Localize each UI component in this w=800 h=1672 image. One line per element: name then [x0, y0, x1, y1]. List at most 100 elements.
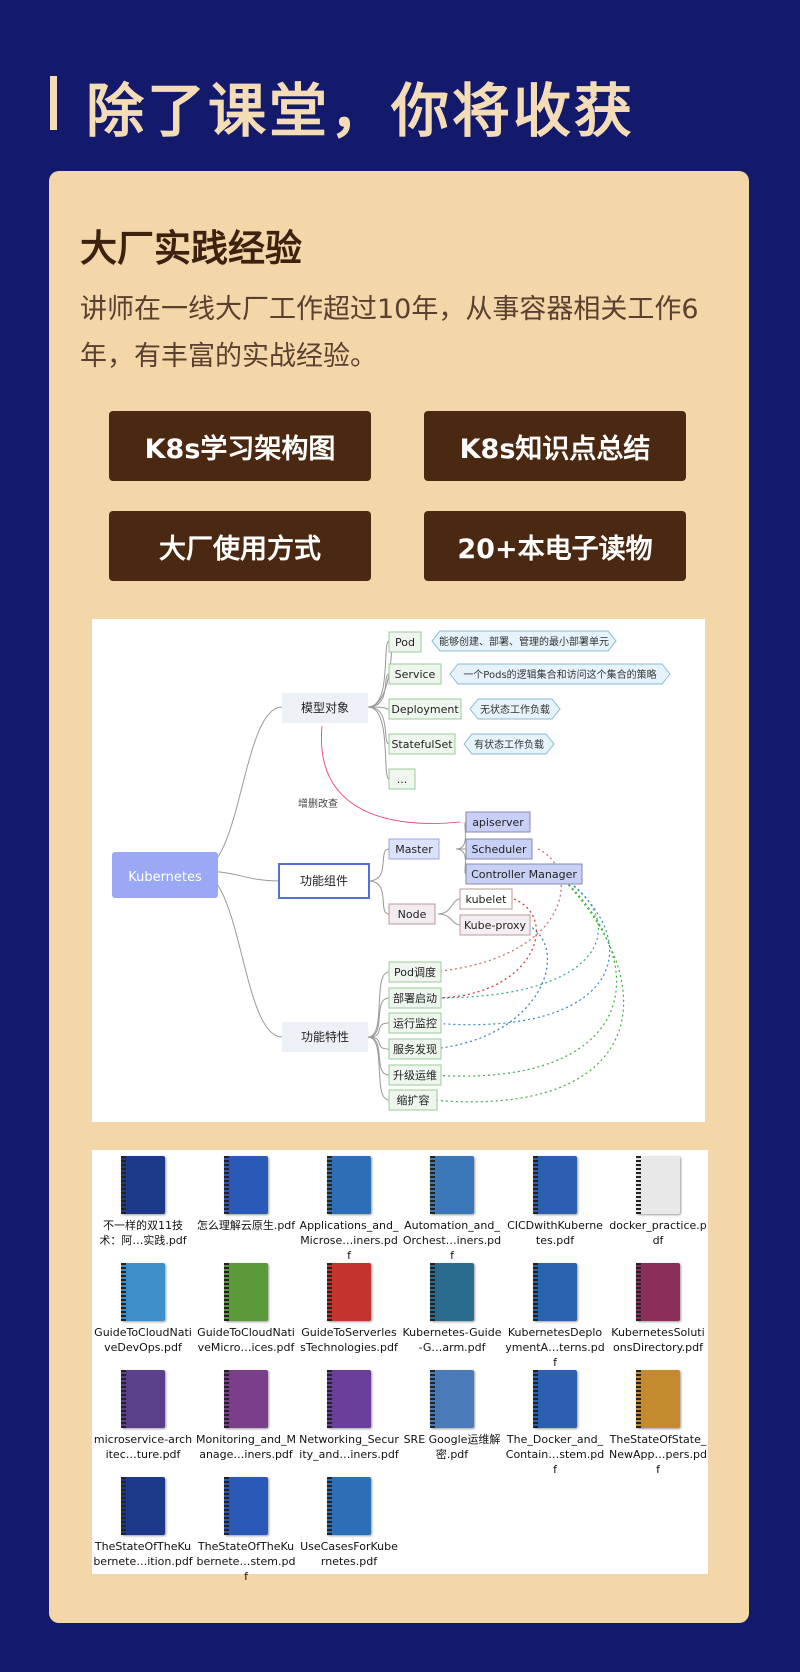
pdf-file-item[interactable]: Monitoring_and_Manage…iners.pdf: [196, 1364, 296, 1462]
object-deployment: Deployment: [391, 703, 459, 716]
pdf-file-name: KubernetesDeploymentA…terns.pdf: [505, 1326, 605, 1369]
crud-label: 增删改查: [298, 797, 338, 810]
pdf-file-item[interactable]: microservice-architec…ture.pdf: [93, 1364, 193, 1462]
pdf-file-item[interactable]: The_Docker_and_Contain…stem.pdf: [505, 1364, 605, 1477]
pdf-file-name: TheStateOfTheKubernete…stem.pdf: [196, 1540, 296, 1583]
enterprise-usage-button[interactable]: 大厂使用方式: [109, 511, 371, 581]
master-controller-manager: Controller Manager: [471, 868, 577, 881]
pdf-file-icon: [327, 1477, 371, 1535]
pdf-file-icon: [224, 1263, 268, 1321]
object-pod: Pod: [395, 636, 415, 649]
note-statefulset: 有状态工作负载: [474, 738, 544, 751]
pdf-file-name: CICDwithKubernetes.pdf: [507, 1219, 603, 1247]
pdf-file-name: TheStateOfTheKubernete…ition.pdf: [93, 1540, 193, 1568]
pdf-file-item[interactable]: SRE Google运维解密.pdf: [402, 1364, 502, 1462]
k8s-architecture-button[interactable]: K8s学习架构图: [109, 411, 371, 481]
pdf-file-item[interactable]: CICDwithKubernetes.pdf: [505, 1150, 605, 1248]
note-service: 一个Pods的逻辑集合和访问这个集合的策略: [463, 668, 656, 681]
k8s-mindmap: Kubernetes 模型对象 功能组件 功能特性 Pod Service De…: [92, 619, 705, 1122]
master-apiserver: apiserver: [472, 816, 524, 829]
pdf-file-name: TheStateOfState_NewApp…pers.pdf: [609, 1433, 707, 1476]
pdf-file-item[interactable]: GuideToServerlessTechnologies.pdf: [299, 1257, 399, 1355]
feature-pod-scheduling: Pod调度: [394, 965, 436, 979]
pdf-file-name: KubernetesSolutionsDirectory.pdf: [611, 1326, 705, 1354]
page-title: 除了课堂，你将收获: [86, 77, 636, 145]
pdf-file-name: GuideToCloudNativeMicro…ices.pdf: [197, 1326, 295, 1354]
pdf-file-item[interactable]: GuideToCloudNativeDevOps.pdf: [93, 1257, 193, 1355]
pdf-file-item[interactable]: KubernetesSolutionsDirectory.pdf: [608, 1257, 708, 1355]
pdf-file-icon: [327, 1263, 371, 1321]
pdf-file-item[interactable]: 不一样的双11技术：阿…实践.pdf: [93, 1150, 193, 1248]
pdf-file-name: Networking_Security_and…iners.pdf: [299, 1433, 399, 1461]
title-accent-bar: [50, 76, 57, 130]
pdf-file-icon: [430, 1156, 474, 1214]
pdf-file-item[interactable]: TheStateOfTheKubernete…stem.pdf: [196, 1471, 296, 1584]
object-service: Service: [395, 668, 436, 681]
pdf-file-name: SRE Google运维解密.pdf: [403, 1433, 501, 1461]
pdf-file-icon: [224, 1156, 268, 1214]
node-kubelet: kubelet: [466, 893, 508, 906]
note-pod: 能够创建、部署、管理的最小部署单元: [439, 635, 609, 648]
pdf-file-icon: [636, 1263, 680, 1321]
component-node: Node: [398, 908, 427, 921]
pdf-file-name: 怎么理解云原生.pdf: [196, 1219, 296, 1232]
pdf-file-icon: [224, 1477, 268, 1535]
pdf-file-item[interactable]: 怎么理解云原生.pdf: [196, 1150, 296, 1233]
master-scheduler: Scheduler: [471, 843, 527, 856]
pdf-file-name: Automation_and_Orchest…iners.pdf: [402, 1219, 502, 1262]
pdf-file-icon: [533, 1156, 577, 1214]
pdf-file-icon: [636, 1156, 680, 1214]
object-more: ...: [397, 773, 408, 786]
pdf-file-icon: [121, 1263, 165, 1321]
pdf-file-name: GuideToCloudNativeDevOps.pdf: [94, 1326, 192, 1354]
branch-features: 功能特性: [301, 1029, 349, 1044]
pdf-file-item[interactable]: GuideToCloudNativeMicro…ices.pdf: [196, 1257, 296, 1355]
branch-components: 功能组件: [300, 874, 348, 888]
pdf-file-icon: [327, 1156, 371, 1214]
pdf-file-name: docker_practice.pdf: [609, 1219, 707, 1247]
section-description: 讲师在一线大厂工作超过10年，从事容器相关工作6年，有丰富的实战经验。: [80, 294, 699, 372]
pdf-file-item[interactable]: Kubernetes-Guide-G…arm.pdf: [402, 1257, 502, 1355]
pdf-file-item[interactable]: TheStateOfTheKubernete…ition.pdf: [93, 1471, 193, 1569]
pdf-file-item[interactable]: Automation_and_Orchest…iners.pdf: [402, 1150, 502, 1263]
feature-scaling: 缩扩容: [397, 1093, 430, 1107]
pdf-file-icon: [533, 1263, 577, 1321]
component-master: Master: [395, 843, 433, 856]
mindmap-root: Kubernetes: [128, 870, 202, 885]
pdf-file-item[interactable]: TheStateOfState_NewApp…pers.pdf: [608, 1364, 708, 1477]
feature-deployment: 部署启动: [393, 991, 437, 1005]
k8s-knowledge-summary-button[interactable]: K8s知识点总结: [424, 411, 686, 481]
pdf-file-name: UseCasesForKubernetes.pdf: [300, 1540, 398, 1568]
pdf-file-name: The_Docker_and_Contain…stem.pdf: [505, 1433, 605, 1476]
pdf-file-icon: [430, 1263, 474, 1321]
pdf-file-item[interactable]: UseCasesForKubernetes.pdf: [299, 1471, 399, 1569]
pdf-file-name: microservice-architec…ture.pdf: [93, 1433, 193, 1461]
pdf-file-name: Kubernetes-Guide-G…arm.pdf: [402, 1326, 502, 1354]
pdf-file-icon: [430, 1370, 474, 1428]
pdf-file-icon: [121, 1477, 165, 1535]
feature-monitoring: 运行监控: [393, 1016, 437, 1030]
pdf-file-item[interactable]: KubernetesDeploymentA…terns.pdf: [505, 1257, 605, 1370]
pdf-file-item[interactable]: Networking_Security_and…iners.pdf: [299, 1364, 399, 1462]
pdf-file-name: GuideToServerlessTechnologies.pdf: [300, 1326, 398, 1354]
pdf-file-icon: [121, 1370, 165, 1428]
pdf-file-icon: [121, 1156, 165, 1214]
pdf-file-name: Monitoring_and_Manage…iners.pdf: [196, 1433, 297, 1461]
feature-service-discovery: 服务发现: [393, 1042, 437, 1056]
note-deployment: 无状态工作负载: [480, 703, 550, 716]
pdf-file-icon: [636, 1370, 680, 1428]
pdf-file-icon: [224, 1370, 268, 1428]
pdf-file-item[interactable]: Applications_and_Microse…iners.pdf: [299, 1150, 399, 1263]
pdf-file-icon: [327, 1370, 371, 1428]
ebooks-button[interactable]: 20+本电子读物: [424, 511, 686, 581]
pdf-file-icon: [533, 1370, 577, 1428]
object-statefulset: StatefulSet: [391, 738, 453, 751]
pdf-file-name: Applications_and_Microse…iners.pdf: [299, 1219, 399, 1262]
section-heading: 大厂实践经验: [80, 227, 302, 270]
node-kube-proxy: Kube-proxy: [464, 919, 527, 932]
feature-upgrade-ops: 升级运维: [393, 1069, 437, 1082]
pdf-file-name: 不一样的双11技术：阿…实践.pdf: [99, 1219, 187, 1247]
branch-model-objects: 模型对象: [301, 701, 349, 715]
pdf-file-item[interactable]: docker_practice.pdf: [608, 1150, 708, 1248]
